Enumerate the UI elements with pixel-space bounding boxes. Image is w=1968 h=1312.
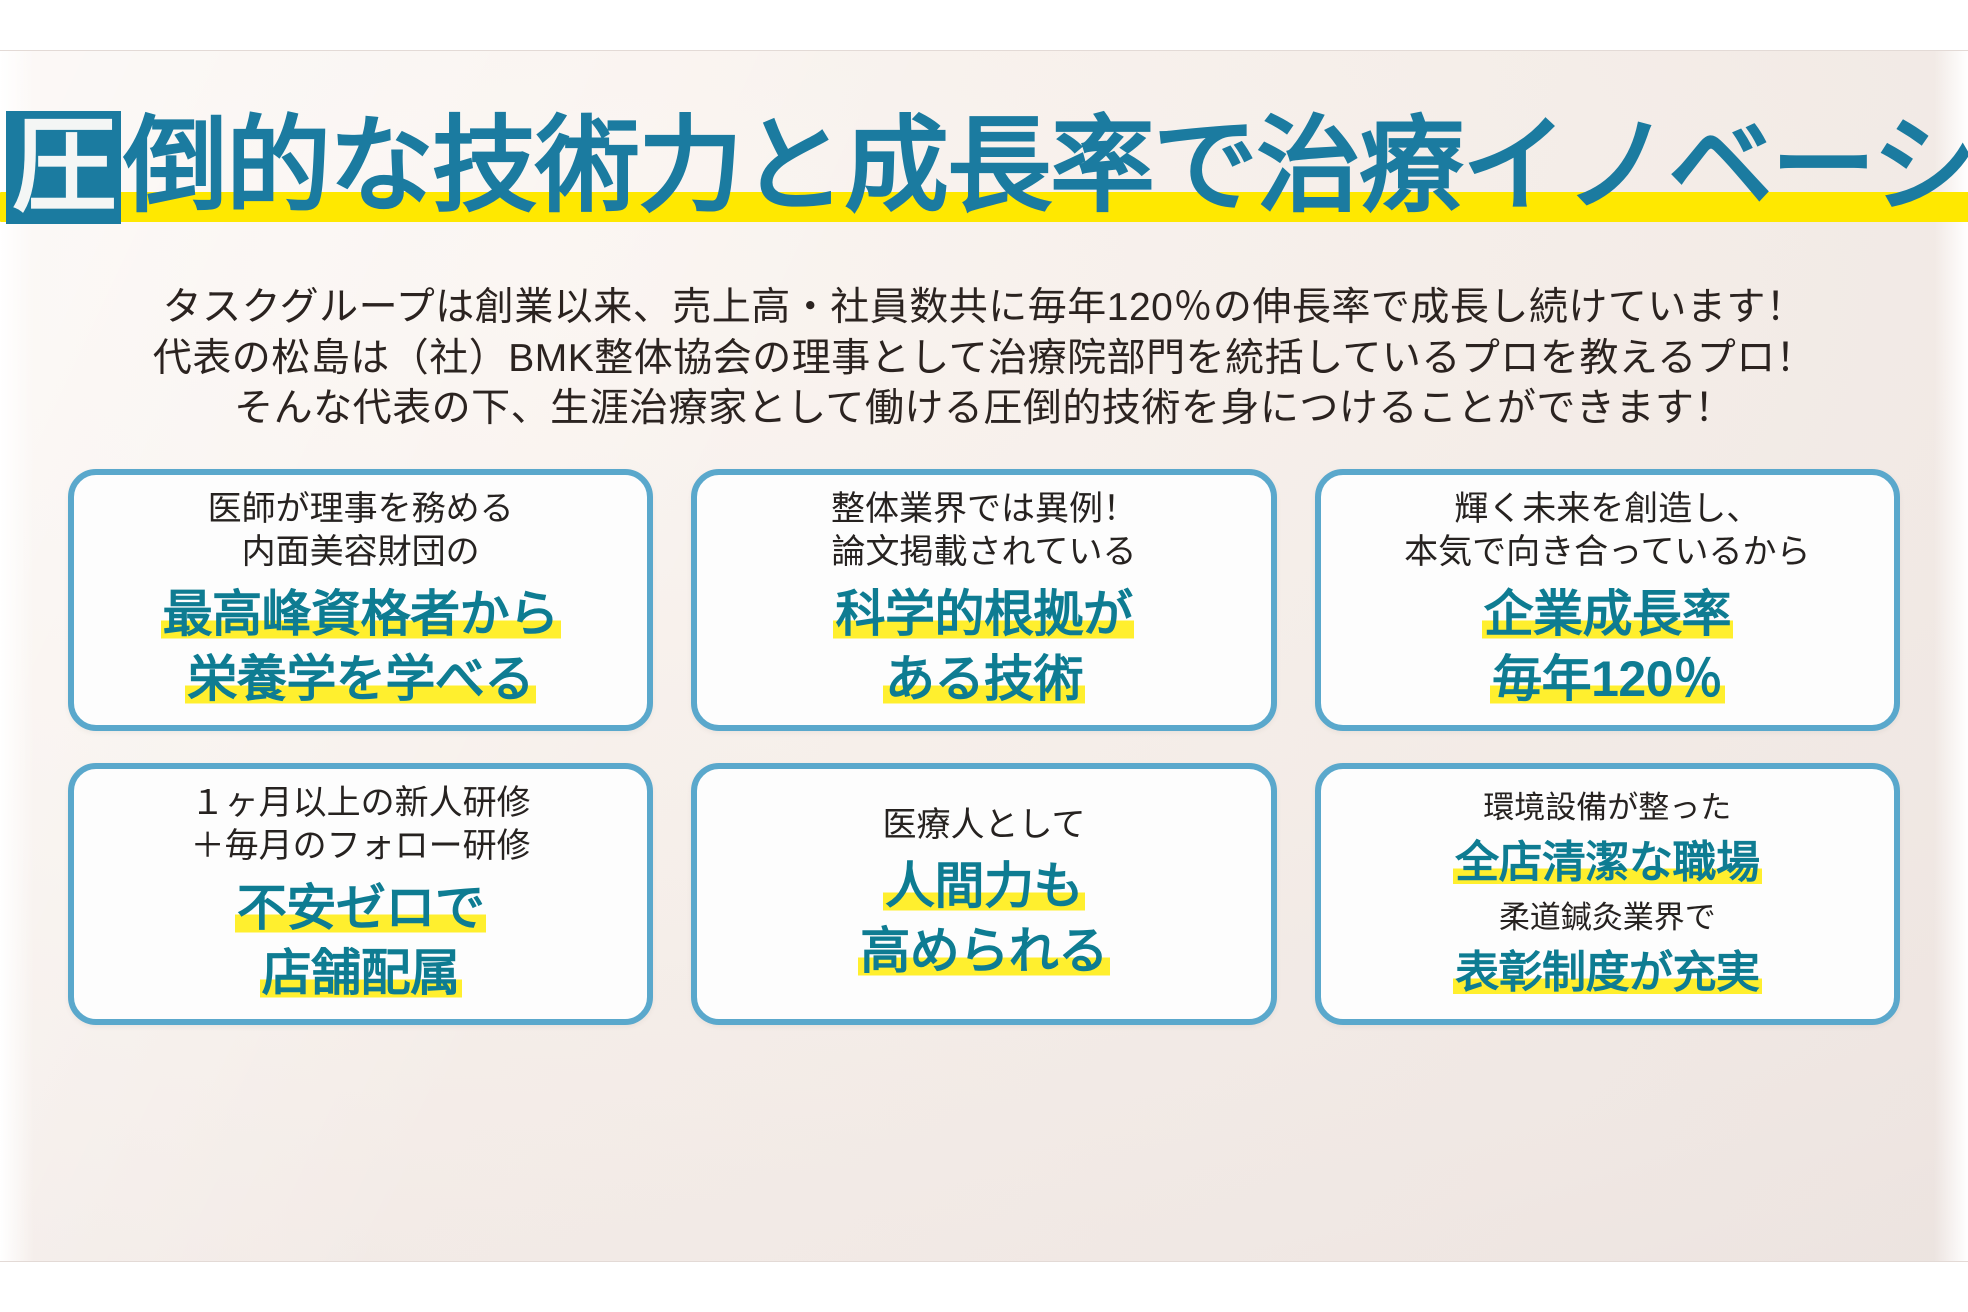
card-6-sub-line-1: 環境設備が整った: [1483, 789, 1732, 825]
card-1-headline: 最高峰資格者から 栄養学を学べる: [90, 582, 631, 712]
card-5-big-line-1: 人間力も: [882, 858, 1085, 915]
card-6-headline-2: 表彰制度が充実: [1337, 945, 1878, 1000]
card-6-headline-1: 全店清潔な職場: [1337, 835, 1878, 890]
headline-text: 倒的な技術力と成長率で治療イノベーション: [123, 103, 1968, 227]
card-1-subtext: 医師が理事を務める 内面美容財団の: [90, 488, 631, 574]
card-4-big-line-2: 店舗配属: [259, 944, 462, 1001]
feature-card-1: 医師が理事を務める 内面美容財団の 最高峰資格者から 栄養学を学べる: [68, 469, 654, 731]
card-3-sub-line-1: 輝く未来を創造し、: [1454, 490, 1761, 529]
feature-card-6: 環境設備が整った 全店清潔な職場 柔道鍼灸業界で 表彰制度が充実: [1314, 763, 1900, 1025]
feature-card-4: １ヶ月以上の新人研修 ＋毎月のフォロー研修 不安ゼロで 店舗配属: [68, 763, 654, 1025]
headline-container: 圧倒的な技術力と成長率で治療イノベーション: [0, 108, 1968, 228]
card-5-big-line-2: 高められる: [858, 923, 1110, 980]
left-edge-gradient: [0, 51, 34, 1261]
feature-card-grid: 医師が理事を務める 内面美容財団の 最高峰資格者から 栄養学を学べる 整体業界で…: [68, 469, 1900, 1025]
card-2-subtext: 整体業界では異例！ 論文掲載されている: [713, 488, 1254, 574]
poster-canvas: 圧倒的な技術力と成長率で治療イノベーション タスクグループは創業以来、売上高・社…: [0, 50, 1968, 1262]
card-6-subtext-1: 環境設備が整った: [1337, 788, 1878, 827]
card-3-headline: 企業成長率 毎年120％: [1337, 582, 1878, 712]
card-6-big-line-2: 表彰制度が充実: [1453, 948, 1762, 998]
page-title: 圧倒的な技術力と成長率で治療イノベーション: [0, 108, 1968, 228]
card-5-headline: 人間力も 高められる: [713, 854, 1254, 984]
card-2-sub-line-1: 整体業界では異例！: [830, 490, 1137, 529]
card-6-sub-line-2: 柔道鍼灸業界で: [1498, 900, 1716, 935]
right-edge-gradient: [1934, 51, 1968, 1261]
card-3-big-line-2: 毎年120％: [1490, 650, 1725, 707]
card-4-sub-line-2: ＋毎月のフォロー研修: [190, 827, 531, 865]
headline-badge-character: 圧: [6, 111, 122, 224]
card-4-big-line-1: 不安ゼロで: [234, 879, 487, 936]
card-2-headline: 科学的根拠が ある技術: [713, 582, 1254, 712]
card-4-headline: 不安ゼロで 店舗配属: [90, 876, 631, 1006]
card-5-sub-line-1: 医療人として: [882, 805, 1086, 844]
card-3-sub-line-2: 本気で向き合っているから: [1404, 533, 1811, 571]
card-1-sub-line-2: 内面美容財団の: [241, 533, 480, 571]
card-4-subtext: １ヶ月以上の新人研修 ＋毎月のフォロー研修: [90, 782, 631, 868]
headline-yellow-underline: [0, 192, 1968, 222]
feature-card-5: 医療人として 人間力も 高められる: [691, 763, 1277, 1025]
card-2-sub-line-2: 論文掲載されている: [831, 533, 1137, 571]
card-3-big-line-1: 企業成長率: [1481, 585, 1734, 642]
lead-line-1: タスクグループは創業以来、売上高・社員数共に毎年120％の伸長率で成長し続けてい…: [162, 286, 1806, 329]
lead-line-3: そんな代表の下、生涯治療家として働ける圧倒的技術を身につけることができます！: [234, 387, 1734, 431]
card-2-big-line-1: 科学的根拠が: [833, 585, 1135, 642]
card-1-big-line-2: 栄養学を学べる: [185, 650, 536, 707]
card-6-subtext-2: 柔道鍼灸業界で: [1337, 898, 1878, 937]
card-3-subtext: 輝く未来を創造し、 本気で向き合っているから: [1337, 488, 1878, 574]
card-1-big-line-1: 最高峰資格者から: [160, 585, 561, 642]
lead-paragraph: タスクグループは創業以来、売上高・社員数共に毎年120％の伸長率で成長し続けてい…: [0, 283, 1968, 435]
card-1-sub-line-1: 医師が理事を務める: [207, 490, 514, 529]
card-4-sub-line-1: １ヶ月以上の新人研修: [190, 784, 531, 823]
feature-card-3: 輝く未来を創造し、 本気で向き合っているから 企業成長率 毎年120％: [1314, 469, 1900, 731]
card-2-big-line-2: ある技術: [882, 650, 1085, 707]
lead-line-2: 代表の松島は（社）BMK整体協会の理事として治療院部門を統括しているプロを教える…: [152, 336, 1816, 380]
card-5-subtext: 医療人として: [713, 804, 1254, 847]
card-6-big-line-1: 全店清潔な職場: [1453, 837, 1762, 887]
feature-card-2: 整体業界では異例！ 論文掲載されている 科学的根拠が ある技術: [691, 469, 1277, 731]
